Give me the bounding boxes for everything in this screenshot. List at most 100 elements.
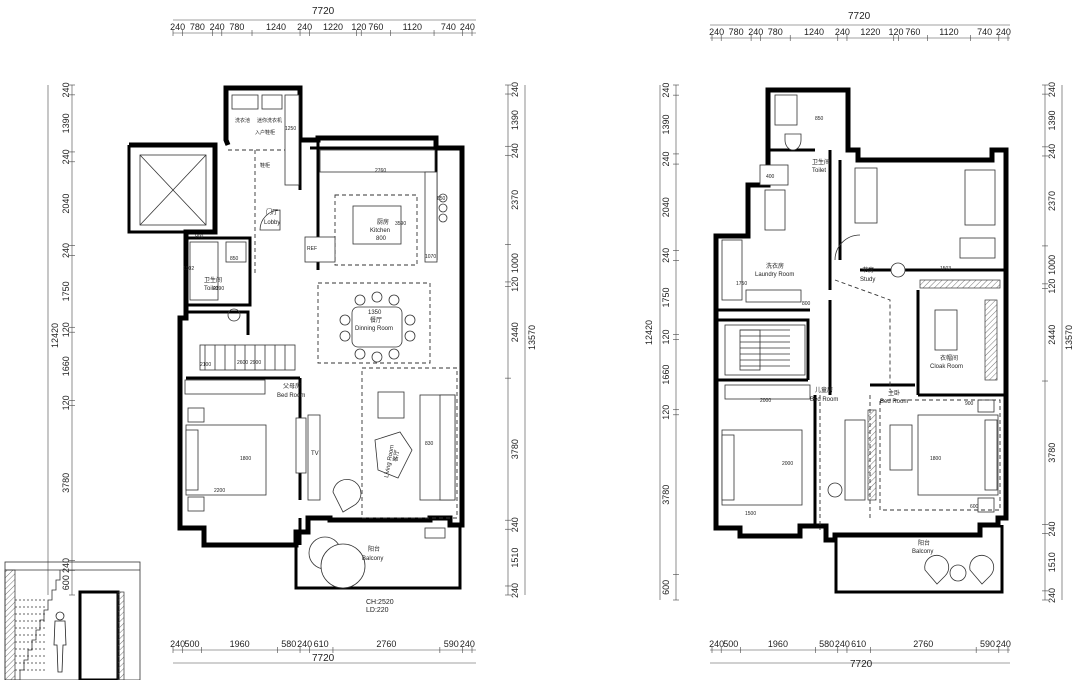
cloak-rack-right (984, 299, 998, 381)
f1-toilet-en: Toilet (204, 286, 218, 292)
annotation-label: 830 (425, 441, 434, 447)
dimension-label: 240 (709, 27, 724, 37)
f2-toilet-bowl (784, 133, 802, 151)
floor1-shower (189, 241, 219, 301)
dimension-label: 240 (510, 82, 520, 97)
stair-elevation-detail (4, 561, 141, 680)
dimension-label: 240 (460, 639, 475, 649)
study-desk (959, 237, 996, 259)
f2-laundry-en: Laundry Room (755, 272, 794, 278)
dimension-label: 240 (170, 22, 185, 32)
floor2-balcony-wall (834, 525, 1004, 594)
floor1-vanity (225, 241, 247, 263)
floor1-overall-width: 7720 (312, 6, 335, 17)
annotation-label: 900 (965, 401, 974, 407)
dimension-label: 240 (1047, 522, 1057, 537)
dimension-label: 3780 (510, 439, 520, 459)
dimension-label: 240 (460, 22, 475, 32)
dimension-label: 240 (61, 82, 71, 97)
f2-counter (764, 189, 786, 231)
annotation-label: 600 (970, 504, 979, 510)
f2-kids-zh: 儿童房 (815, 386, 833, 394)
dimension-label: 120 (661, 329, 671, 344)
master-zone (879, 399, 1001, 511)
dimension-label: 1660 (661, 365, 671, 385)
f1-balcony-en: Balcony (362, 556, 383, 562)
kids-desk (844, 419, 866, 501)
f1-dining-dim: 1350 (368, 310, 382, 316)
f1-bedroom-en: Bed Room (277, 393, 305, 399)
dimension-label: 780 (729, 27, 744, 37)
dimension-label: 760 (368, 22, 383, 32)
dimension-label: 120 (510, 277, 520, 292)
dimension-label: 1960 (768, 639, 788, 649)
f1-tv: TV (311, 451, 319, 457)
annotation-label: 2900 (250, 360, 261, 366)
dimension-label: 1240 (804, 27, 824, 37)
floor1-stairs (199, 344, 296, 371)
f2-toilet-en: Toilet (812, 168, 826, 174)
master-tv-wall (867, 409, 877, 501)
dimension-label: 240 (748, 27, 763, 37)
floor1-outer-wall (129, 85, 465, 548)
dining-chair (354, 294, 366, 306)
dimension-label: 2440 (510, 322, 520, 342)
annotation-label: 800 (802, 301, 811, 307)
kitchen-dashed-zone (334, 194, 418, 266)
dimension-label: 590 (980, 639, 995, 649)
floor1-right-dimension: 13570 2401390240237010001202440378024015… (505, 82, 537, 598)
annotation-label: REF (307, 246, 317, 252)
f2-shower (774, 94, 798, 126)
annotation-label: 1800 (930, 456, 941, 462)
dimension-label: 1240 (266, 22, 286, 32)
dimension-label: 1510 (510, 548, 520, 568)
living-zone (361, 367, 458, 519)
kitchen-island (352, 205, 402, 245)
f1-kitchen-zh: 厨房 (377, 218, 389, 226)
master-ottoman (889, 424, 913, 471)
dimension-label: 1120 (403, 22, 422, 32)
f1-living-en: Living Room (384, 444, 396, 478)
kids-chair (827, 482, 843, 498)
dimension-label: 2440 (1047, 325, 1057, 345)
dimension-label: 120 (61, 395, 71, 410)
floor2-stairs (724, 324, 806, 376)
dimension-label: 120 (1047, 279, 1057, 294)
f2-laundry-zh: 洗衣房 (766, 262, 784, 270)
annotation-label: 2100 (200, 362, 211, 368)
fridge (304, 236, 336, 263)
laundry-sink (231, 94, 259, 110)
dimension-label: 120 (889, 27, 904, 37)
dimension-label: 2370 (1047, 191, 1057, 211)
annotation-label: 3590 (395, 221, 406, 227)
dimension-label: 610 (314, 639, 329, 649)
dining-chair (354, 348, 366, 360)
dimension-label: 500 (723, 639, 738, 649)
dimension-label: 240 (61, 149, 71, 164)
dimension-label: 240 (661, 151, 671, 166)
dimension-label: 740 (977, 27, 992, 37)
dimension-label: 1390 (661, 115, 671, 135)
f2-master-en: Bed Room (880, 399, 908, 405)
study-sofa (854, 167, 878, 224)
master-bed-pillow (984, 419, 998, 491)
dimension-label: 240 (996, 639, 1011, 649)
dimension-label: 240 (996, 27, 1011, 37)
dimension-label: 2040 (661, 197, 671, 217)
dimension-label: 1750 (661, 287, 671, 307)
dimension-label: 1660 (61, 356, 71, 376)
annotation-label: 1750 (736, 281, 747, 287)
dimension-label: 580 (819, 639, 834, 649)
dining-chair (404, 314, 416, 326)
floor2-bottom-overall-width: 7720 (850, 659, 873, 670)
f1-kitchen-dim: 800 (376, 236, 387, 242)
dining-chair (388, 294, 400, 306)
floor1-wardrobe (184, 379, 266, 395)
mini-washer (261, 94, 283, 110)
dining-chair (388, 348, 400, 360)
f1-dining-zh: 餐厅 (370, 316, 382, 324)
dimension-label: 2040 (61, 194, 71, 214)
